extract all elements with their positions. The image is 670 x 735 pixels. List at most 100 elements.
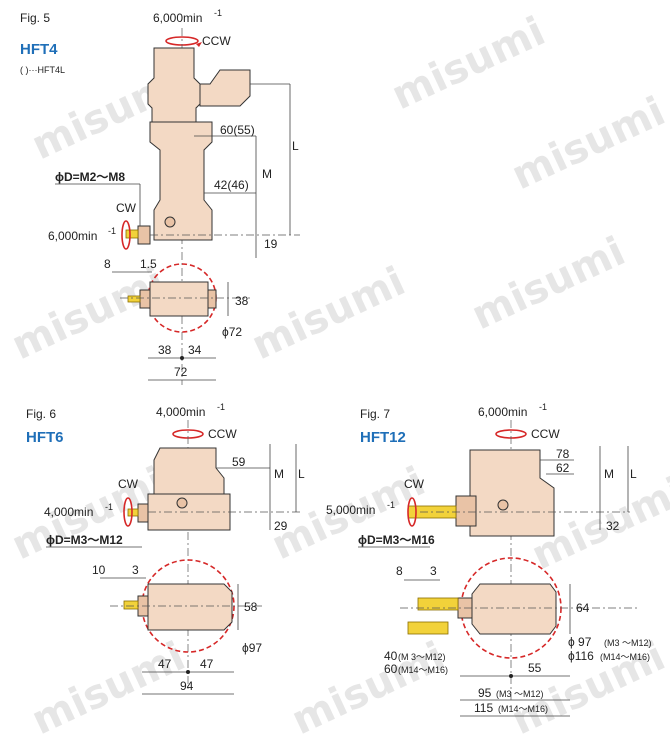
rotation-arrow-icon: [123, 497, 133, 527]
model-title: HFT4: [20, 41, 58, 58]
dimension-label: 115: [474, 701, 493, 715]
dimension-label: 62: [556, 461, 570, 475]
dimension-label: 59: [232, 455, 246, 469]
top-direction-label: CCW: [531, 427, 560, 441]
side-speed-label: 5,000min: [326, 503, 375, 517]
tap-holder: [125, 229, 139, 239]
tap-range-label: ϕD=M2～M8: [55, 170, 125, 184]
dimension-label: 1.5: [140, 257, 157, 271]
dimension-label: 94: [180, 679, 194, 693]
head-bottom-view: [149, 281, 209, 317]
model-title: HFT12: [360, 429, 406, 446]
dimension-note: (M3 ～M12): [496, 689, 544, 699]
center-dot: [509, 674, 513, 678]
dimension-note: (M14～M16): [398, 665, 448, 675]
watermark-text: misumi: [285, 633, 452, 735]
figure-label: Fig. 6: [26, 407, 56, 421]
top-speed-label: 6,000min: [153, 11, 202, 25]
dimension-label: 38: [158, 343, 172, 357]
side-speed-label: 4,000min: [44, 505, 93, 519]
watermark-text: misumi: [505, 88, 670, 199]
stop-block: [199, 69, 251, 107]
dimension-label: 3: [132, 563, 139, 577]
rotation-arrow-icon: [407, 497, 417, 527]
dimension-label-l: L: [630, 467, 637, 481]
dimension-label: 3: [430, 564, 437, 578]
top-speed-label: 6,000min: [478, 405, 527, 419]
dimension-label: 55: [528, 661, 542, 675]
dimension-label: 40: [384, 649, 398, 663]
dimension-label: 58: [244, 600, 258, 614]
dimension-label: 64: [576, 601, 590, 615]
figure-label: Fig. 5: [20, 11, 50, 25]
dimension-label: ϕ116: [568, 649, 594, 663]
tap-range-label: ϕD=M3～M16: [358, 533, 435, 547]
side-direction-label: CW: [118, 477, 139, 491]
top-direction-label: CCW: [202, 34, 231, 48]
center-dot: [186, 670, 190, 674]
figure-label: Fig. 7: [360, 407, 390, 421]
dimension-label-l: L: [292, 139, 299, 153]
variant-note: ( )···HFT4L: [20, 65, 65, 75]
model-title: HFT6: [26, 429, 64, 446]
center-dot: [180, 356, 184, 360]
dimension-label: ϕ 97: [568, 635, 592, 649]
dimension-note: (M3 ～M12): [604, 638, 652, 648]
dimension-label: 8: [396, 564, 403, 578]
side-speed-exponent: -1: [387, 500, 395, 510]
dimension-label: 78: [556, 447, 570, 461]
dimension-label: 60: [384, 662, 398, 676]
side-direction-label: CW: [404, 477, 425, 491]
dimension-label: 10: [92, 563, 106, 577]
nose: [455, 495, 477, 527]
watermark-text: misumi: [5, 258, 172, 369]
dimension-label: 47: [200, 657, 214, 671]
rotation-arrow-icon: [121, 220, 131, 250]
dimension-note: (M14～M16): [498, 704, 548, 714]
tap-holder: [127, 295, 141, 303]
dimension-label: 95: [478, 686, 492, 700]
dimension-label: 32: [606, 519, 620, 533]
bolt-icon: [164, 216, 176, 228]
dimension-label-m: M: [604, 467, 614, 481]
watermark-text: misumi: [25, 633, 192, 735]
tap-holder: [123, 600, 139, 610]
dimension-label: 60(55): [220, 123, 255, 137]
side-speed-label: 6,000min: [48, 229, 97, 243]
tap-holder: [417, 597, 459, 611]
top-speed-label: 4,000min: [156, 405, 205, 419]
bolt-icon: [497, 499, 509, 511]
head-bottom-view: [471, 583, 557, 635]
watermark-text: misumi: [245, 258, 412, 369]
spindle-shank: [147, 47, 201, 123]
watermark-text: misumi: [465, 228, 632, 339]
watermark-text: misumi: [385, 8, 552, 119]
bolt-icon: [176, 497, 188, 509]
arrow-head-icon: [196, 42, 202, 47]
nose: [137, 225, 151, 245]
top-speed-exponent: -1: [539, 402, 547, 412]
head-body: [149, 121, 213, 241]
dimension-label: ϕ72: [222, 325, 242, 339]
dimension-label: 29: [274, 519, 288, 533]
nose: [139, 289, 151, 309]
top-speed-exponent: -1: [214, 8, 222, 18]
figure-7: Fig. 7 HFT12 6,000min -1 CCW CW 5,000min…: [326, 402, 652, 717]
dimension-label: 8: [104, 257, 111, 271]
head-body: [469, 449, 555, 537]
dimension-label-m: M: [262, 167, 272, 181]
side-speed-exponent: -1: [105, 502, 113, 512]
figure-5: Fig. 5 HFT4 ( )···HFT4L 6,000min -1 CCW …: [20, 8, 300, 385]
side-cap: [207, 289, 217, 309]
top-direction-label: CCW: [208, 427, 237, 441]
nose: [137, 503, 149, 523]
dimension-label-l: L: [298, 467, 305, 481]
dimension-label: 72: [174, 365, 188, 379]
dimension-label: 42(46): [214, 178, 249, 192]
figure-6: Fig. 6 HFT6 4,000min -1 CCW CW 4,000min …: [26, 402, 305, 695]
dimension-label: 38: [235, 294, 249, 308]
dimension-label: 19: [264, 237, 278, 251]
tap-holder: [127, 508, 139, 517]
tap-holder: [407, 621, 449, 635]
